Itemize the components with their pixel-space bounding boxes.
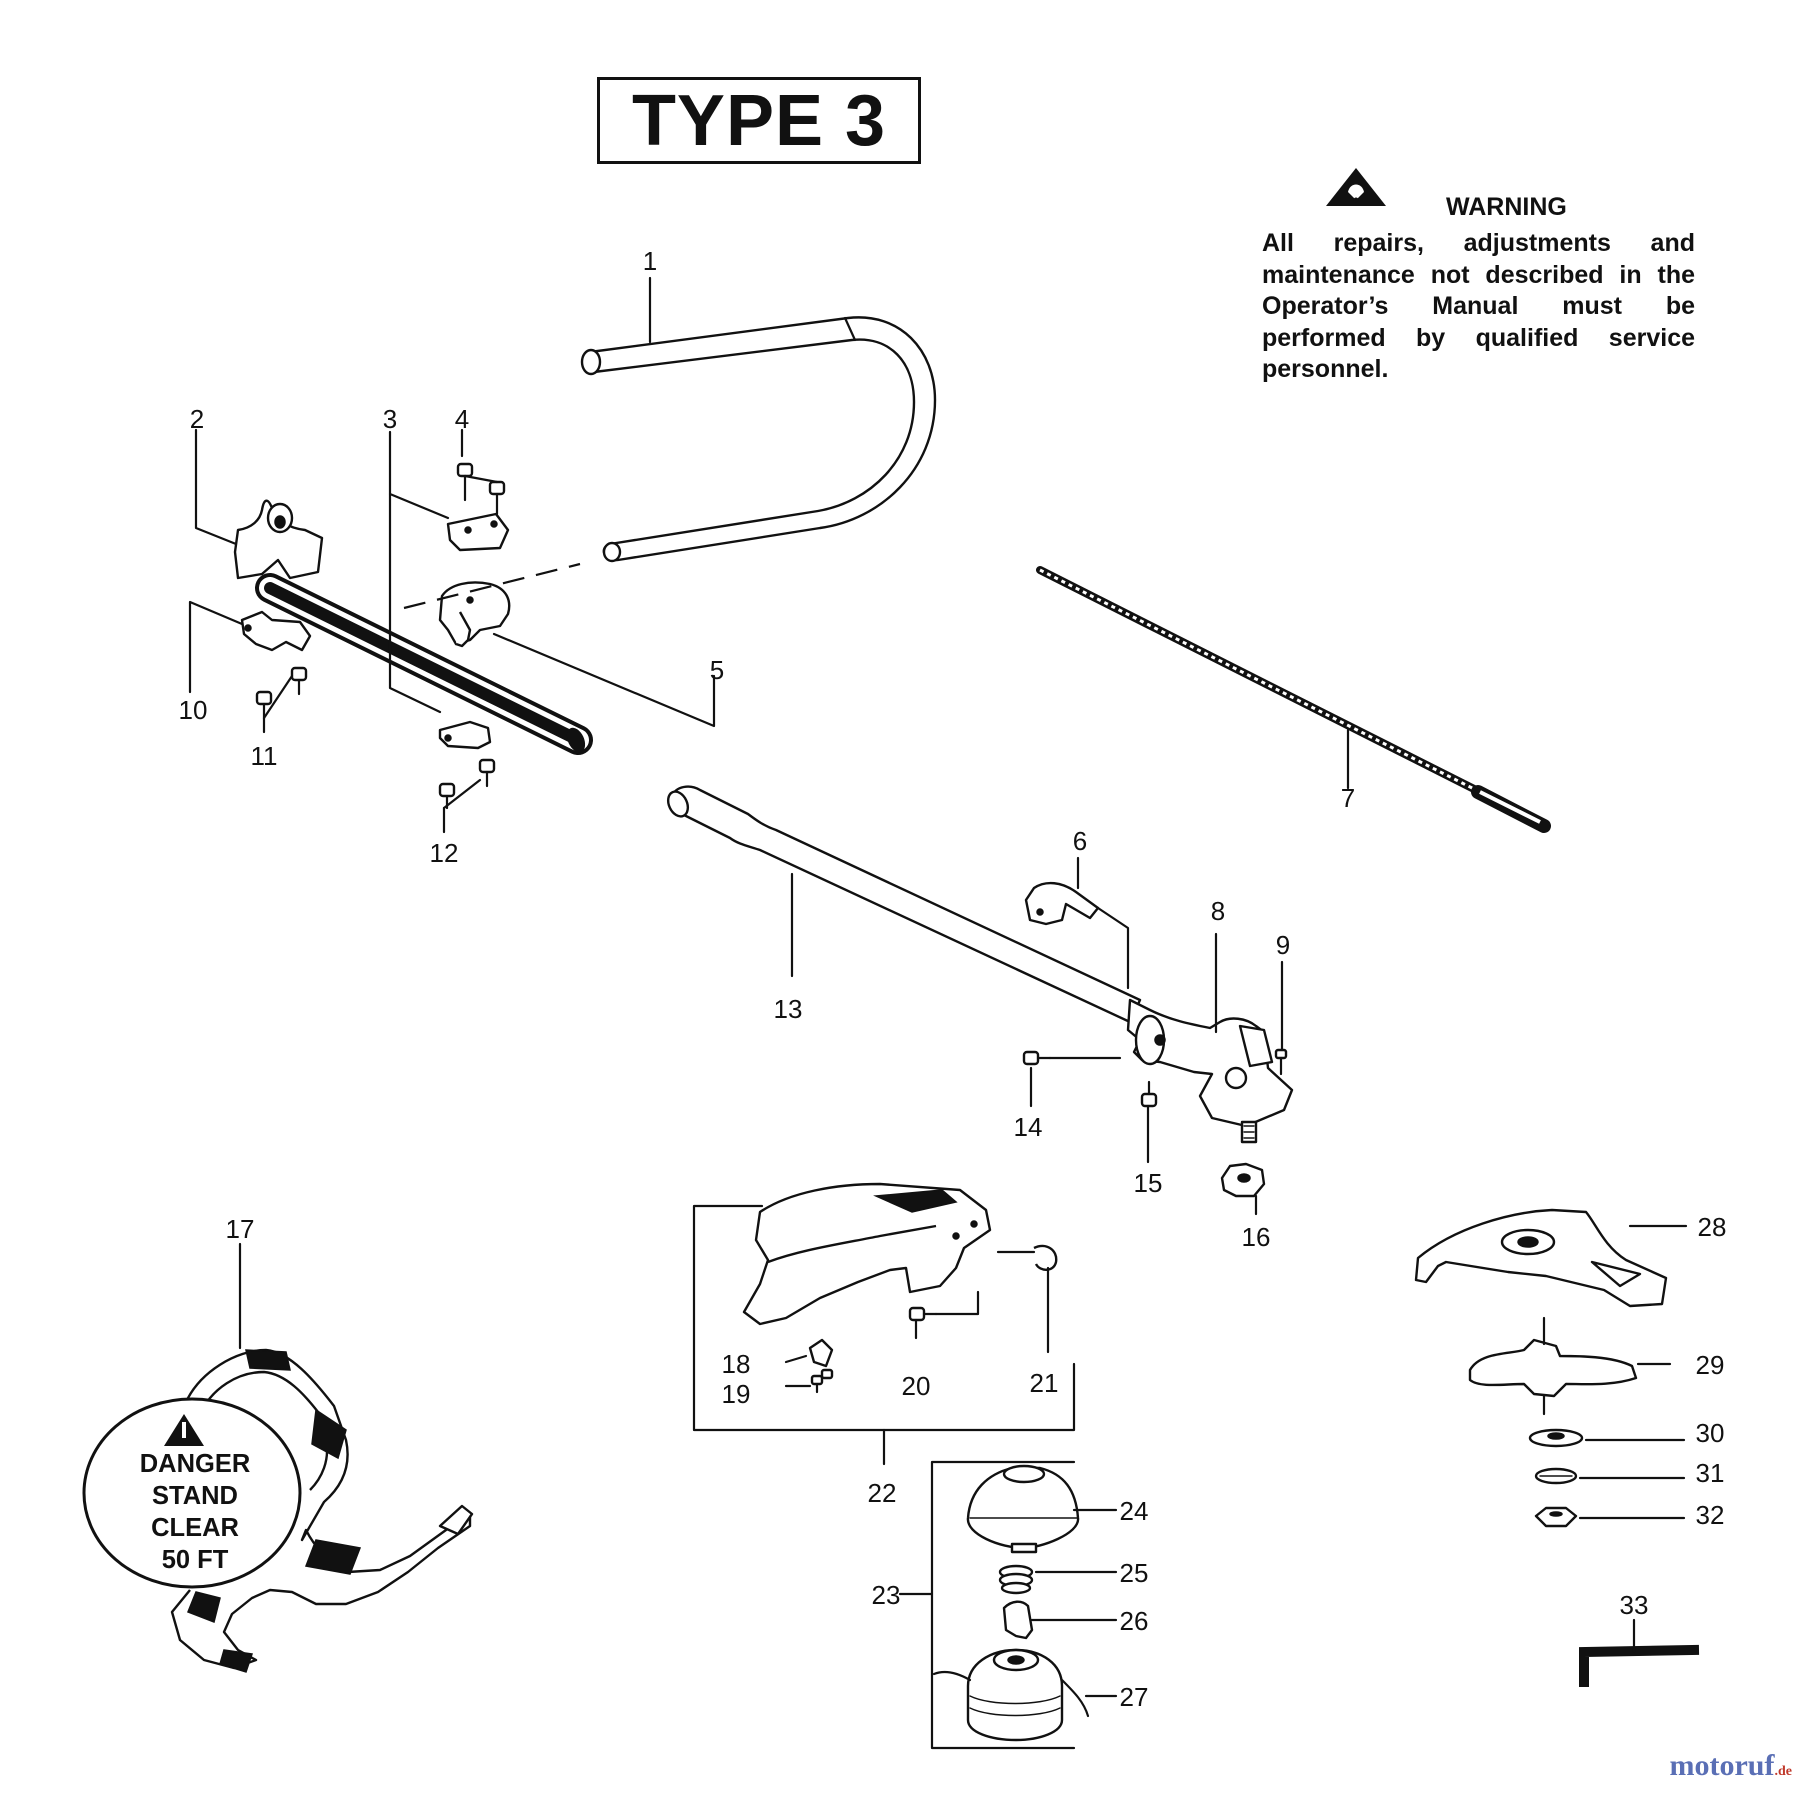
warning-triangle-icon [1326,168,1386,206]
callout-5: 5 [710,655,724,685]
part-7-flex-drive-shaft [1036,566,1551,833]
part-24-spool-housing [966,1464,1080,1554]
part-32-nut [1534,1506,1578,1528]
part-4-screws [456,462,506,516]
callout-33: 33 [1620,1590,1649,1620]
callout-4: 4 [455,404,469,434]
part-12-screws [438,758,496,810]
callout-32: 32 [1696,1500,1725,1530]
callout-14: 14 [1014,1112,1043,1142]
danger-line-1: DANGER [139,1450,251,1478]
part-8-gear-head [1126,998,1294,1144]
danger-line-2: STAND [152,1482,238,1510]
danger-tag [82,1397,302,1589]
callout-25: 25 [1120,1558,1149,1588]
callout-19: 19 [722,1379,751,1409]
warning-label: WARNING [1446,193,1567,221]
callout-27: 27 [1120,1682,1149,1712]
leader-lines [188,276,1688,1750]
brand-tld: .de [1774,1764,1793,1779]
brand-name: motoruf [1669,1749,1775,1782]
callout-24: 24 [1120,1496,1149,1526]
danger-line-4: 50 FT [161,1546,229,1574]
callout-3: 3 [383,404,397,434]
callout-17: 17 [226,1214,255,1244]
danger-tag-text: DANGER STAND CLEAR 50 FT [110,1448,280,1576]
callout-16: 16 [1242,1222,1271,1252]
callout-15: 15 [1134,1168,1163,1198]
callout-26: 26 [1120,1606,1149,1636]
part-3-clamp-plate-lower [438,720,492,750]
callout-29: 29 [1696,1350,1725,1380]
callout-11: 11 [251,741,278,771]
part-33-hex-key [1579,1644,1700,1687]
callout-13: 13 [774,994,803,1024]
brand-watermark: motoruf.de [1670,1749,1792,1783]
part-19-screws [810,1368,834,1394]
callout-28: 28 [1698,1212,1727,1242]
part-16-nut [1220,1162,1266,1198]
part-11-screws [255,666,308,720]
part-6-bracket [1024,881,1100,926]
part-31-cup-washer [1534,1467,1578,1485]
part-5-handle-clamp [438,581,511,648]
part-26-eyelet [1002,1600,1034,1640]
callout-6: 6 [1073,826,1087,856]
callout-23: 23 [872,1580,901,1610]
part-2-handle-bracket [233,499,324,580]
callout-12: 12 [430,838,459,868]
part-18-clip [808,1338,834,1368]
part-9-screw [1274,1048,1288,1076]
warning-header: WARNING [1326,187,1706,227]
handle-tube [255,573,593,755]
callout-8: 8 [1211,896,1225,926]
callout-21: 21 [1030,1368,1059,1398]
callout-10: 10 [179,695,208,725]
danger-line-3: CLEAR [151,1514,239,1542]
part-15-screw [1140,1080,1158,1108]
callout-7: 7 [1341,783,1355,813]
callout-22: 22 [868,1478,897,1508]
part-29-blade [1468,1316,1638,1416]
callout-2: 2 [190,404,204,434]
callout-31: 31 [1696,1458,1725,1488]
part-14-screw [1022,1050,1052,1066]
part-3-clamp-plate-upper [446,512,510,552]
callout-9: 9 [1276,930,1290,960]
part-30-washer [1528,1428,1584,1448]
callout-30: 30 [1696,1418,1725,1448]
warning-text: All repairs, adjustments and maintenance… [1262,229,1695,383]
callout-1: 1 [643,246,657,276]
callout-20: 20 [902,1371,931,1401]
part-28-blade-guard [1414,1208,1668,1308]
callout-18: 18 [722,1349,751,1379]
callout-labels: 1 2 3 4 5 6 7 8 9 10 11 12 13 14 15 16 1… [179,246,1727,1712]
part-25-spring [998,1564,1034,1595]
part-21-clip [1033,1244,1058,1271]
type-title-box: TYPE 3 [597,77,921,164]
part-10-lower-clamp [240,610,312,652]
page-title: TYPE 3 [631,80,887,161]
part-27-spool [932,1648,1090,1742]
part-1-loop-handle [580,316,937,563]
part-22-guard-assembly [742,1182,992,1326]
part-20-screw [908,1306,938,1322]
